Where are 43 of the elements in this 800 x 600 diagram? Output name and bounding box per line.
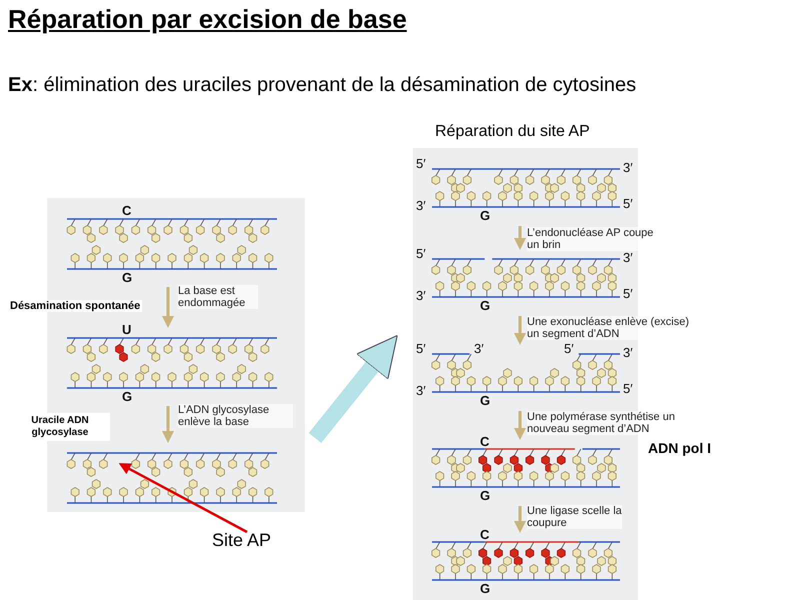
leader-line — [118, 463, 248, 534]
arrow — [514, 316, 526, 345]
subtitle: Ex: élimination des uraciles provenant de la désamination de cytosines — [8, 74, 636, 97]
strand-end-label: 5′ — [623, 287, 633, 301]
arrow — [514, 226, 526, 250]
arrow — [308, 334, 398, 443]
arrow — [162, 287, 174, 328]
arrow — [514, 506, 526, 533]
step-label: L’ADN glycosylase enlève la base — [178, 404, 293, 428]
strand-end-label: 3′ — [416, 384, 426, 398]
nucleotide-letter: G — [122, 390, 132, 404]
nucleotide-letter: U — [122, 323, 132, 337]
arrow — [162, 406, 174, 443]
strand-end-label: 5′ — [416, 157, 426, 171]
strand-end-label: 3′ — [623, 161, 633, 175]
callout-text: Site AP — [212, 530, 292, 554]
panel-heading: Réparation du site AP — [435, 123, 590, 141]
step-label: Une ligase scelle la coupure — [527, 505, 622, 529]
nucleotide-letter: C — [480, 435, 490, 449]
strand-end-label: 5′ — [416, 247, 426, 261]
nucleotide-letter: G — [480, 489, 490, 503]
nucleotide-letter: G — [480, 394, 490, 408]
nucleotide-letter: G — [480, 299, 490, 313]
strand-end-label: 5′ — [623, 382, 633, 396]
step-label: La base est endommagée — [178, 285, 258, 309]
strand-end-label: 3′ — [623, 346, 633, 360]
strand-end-label: 5′ — [416, 342, 426, 356]
nucleotide-letter: G — [122, 271, 132, 285]
nucleotide-letter: G — [480, 582, 490, 596]
strand-end-label: 3′ — [416, 199, 426, 213]
title: Réparation par excision de base — [8, 4, 407, 35]
step-label: Une polymérase synthétise un nouveau segment d’ADN — [527, 411, 677, 435]
nucleotide-letter: C — [480, 528, 490, 542]
strand-end-label: 3′ — [416, 289, 426, 303]
enzyme-label: ADN pol I — [648, 440, 711, 456]
annotation-label: Désamination spontanée — [8, 300, 142, 312]
nucleotide-letter: G — [480, 209, 490, 223]
arrow — [514, 411, 526, 440]
strand-end-label: 5′ — [623, 197, 633, 211]
nucleotide-letter: C — [122, 204, 132, 218]
strand-end-label: 3′ — [623, 251, 633, 265]
strand-end-label: 3′ — [474, 342, 484, 356]
strand-end-label: 5′ — [564, 342, 574, 356]
